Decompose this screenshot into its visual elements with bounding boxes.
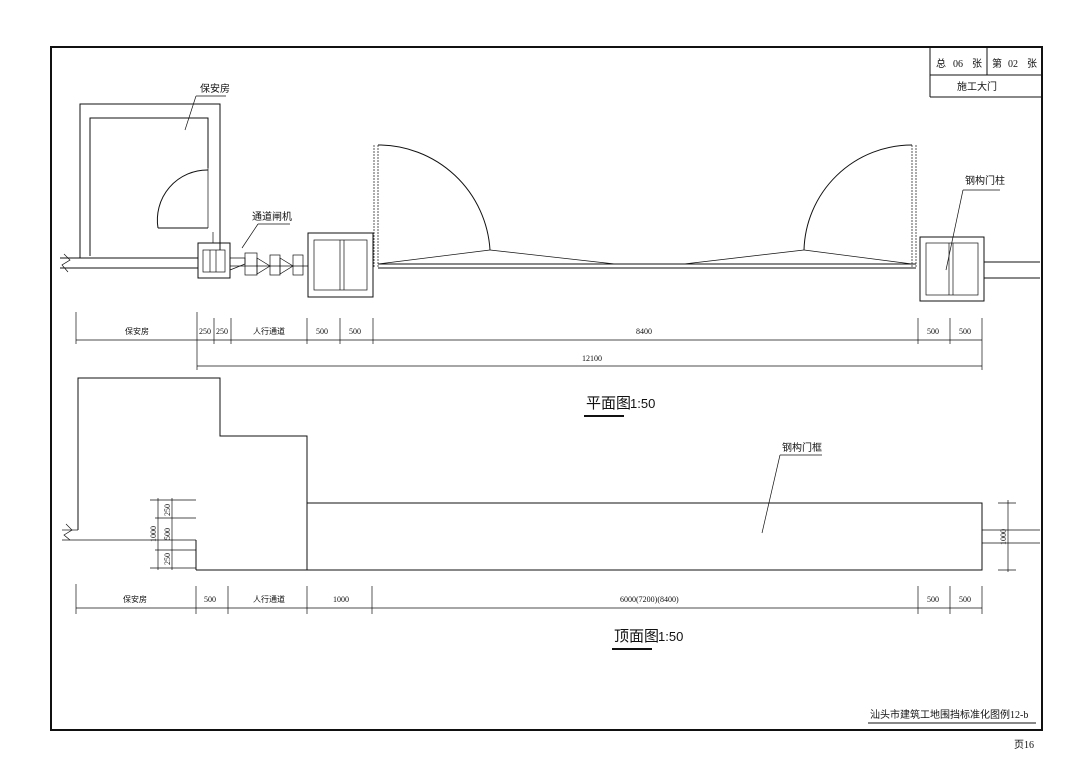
top-dim-500b: 500 bbox=[927, 595, 939, 604]
title-total-count: 06 bbox=[953, 59, 963, 70]
title-sheet-label: 第 bbox=[992, 57, 1002, 70]
plan-left-gate-leaf bbox=[373, 144, 616, 268]
plan-dim-500d: 500 bbox=[959, 327, 971, 336]
title-sheet-number: 02 bbox=[1008, 59, 1018, 70]
plan-right-gate-leaf bbox=[683, 144, 917, 268]
plan-left-column bbox=[307, 232, 374, 298]
plan-gate-rail bbox=[378, 263, 916, 269]
top-dim-500a: 500 bbox=[204, 595, 216, 604]
page-number: 页16 bbox=[1014, 739, 1034, 751]
plan-title: 平面图 bbox=[586, 395, 631, 412]
title-total-label: 总 bbox=[936, 57, 946, 70]
top-vdim-250b: 250 bbox=[163, 553, 172, 565]
plan-dim-500c: 500 bbox=[927, 327, 939, 336]
plan-scale: 1:50 bbox=[630, 396, 655, 411]
top-view: 250 500 250 1000 1000 钢构门框 bbox=[62, 377, 1040, 650]
sheet-border bbox=[50, 46, 1043, 731]
plan-fence-left bbox=[60, 253, 198, 273]
top-scale: 1:50 bbox=[658, 629, 683, 644]
plan-dim-500b: 500 bbox=[349, 327, 361, 336]
plan-dim-walkway: 人行通道 bbox=[253, 326, 285, 336]
title-block: 总 06 张 第 02 张 施工大门 bbox=[929, 47, 1042, 98]
top-dim-1000: 1000 bbox=[333, 595, 349, 604]
top-dim-500c: 500 bbox=[959, 595, 971, 604]
top-vdim-250a: 250 bbox=[163, 504, 172, 516]
plan-turnstile-booth bbox=[197, 232, 231, 279]
plan-dim-overall: 12100 bbox=[582, 354, 602, 363]
title-sheet-unit: 张 bbox=[1027, 58, 1037, 70]
plan-dim-500a: 500 bbox=[316, 327, 328, 336]
top-guard-room bbox=[62, 377, 308, 571]
footer-caption: 汕头市建筑工地围挡标准化图例12-b bbox=[870, 708, 1028, 721]
top-vdim-500: 500 bbox=[163, 528, 172, 540]
title-total-unit: 张 bbox=[972, 58, 982, 70]
top-label-steel-frame: 钢构门框 bbox=[782, 441, 822, 454]
plan-dim-250b: 250 bbox=[216, 327, 228, 336]
plan-guard-room bbox=[79, 95, 226, 258]
title-drawing-name: 施工大门 bbox=[957, 80, 997, 93]
top-dim-walkway: 人行通道 bbox=[253, 594, 285, 604]
plan-dim-guard-room: 保安房 bbox=[125, 326, 149, 336]
plan-dimension-lines bbox=[75, 312, 983, 370]
plan-label-turnstile: 通道闸机 bbox=[252, 210, 292, 223]
plan-label-guard-room: 保安房 bbox=[200, 82, 230, 95]
top-steel-frame bbox=[306, 454, 1040, 572]
plan-dim-span: 8400 bbox=[636, 327, 652, 336]
top-vdim-1000: 1000 bbox=[149, 526, 158, 542]
top-dim-guard-room: 保安房 bbox=[123, 594, 147, 604]
top-dimension-lines bbox=[75, 584, 983, 614]
plan-dim-250a: 250 bbox=[199, 327, 211, 336]
plan-turnstile-wings bbox=[229, 223, 308, 276]
top-vertical-dims bbox=[150, 498, 196, 570]
plan-label-steel-column: 钢构门柱 bbox=[965, 174, 1005, 187]
top-vdim-right: 1000 bbox=[999, 529, 1008, 545]
top-title: 顶面图 bbox=[614, 628, 659, 645]
plan-right-column bbox=[919, 189, 1040, 302]
plan-view: 保安房 通道闸机 bbox=[60, 82, 1040, 417]
top-dim-span: 6000(7200)(8400) bbox=[620, 595, 679, 604]
